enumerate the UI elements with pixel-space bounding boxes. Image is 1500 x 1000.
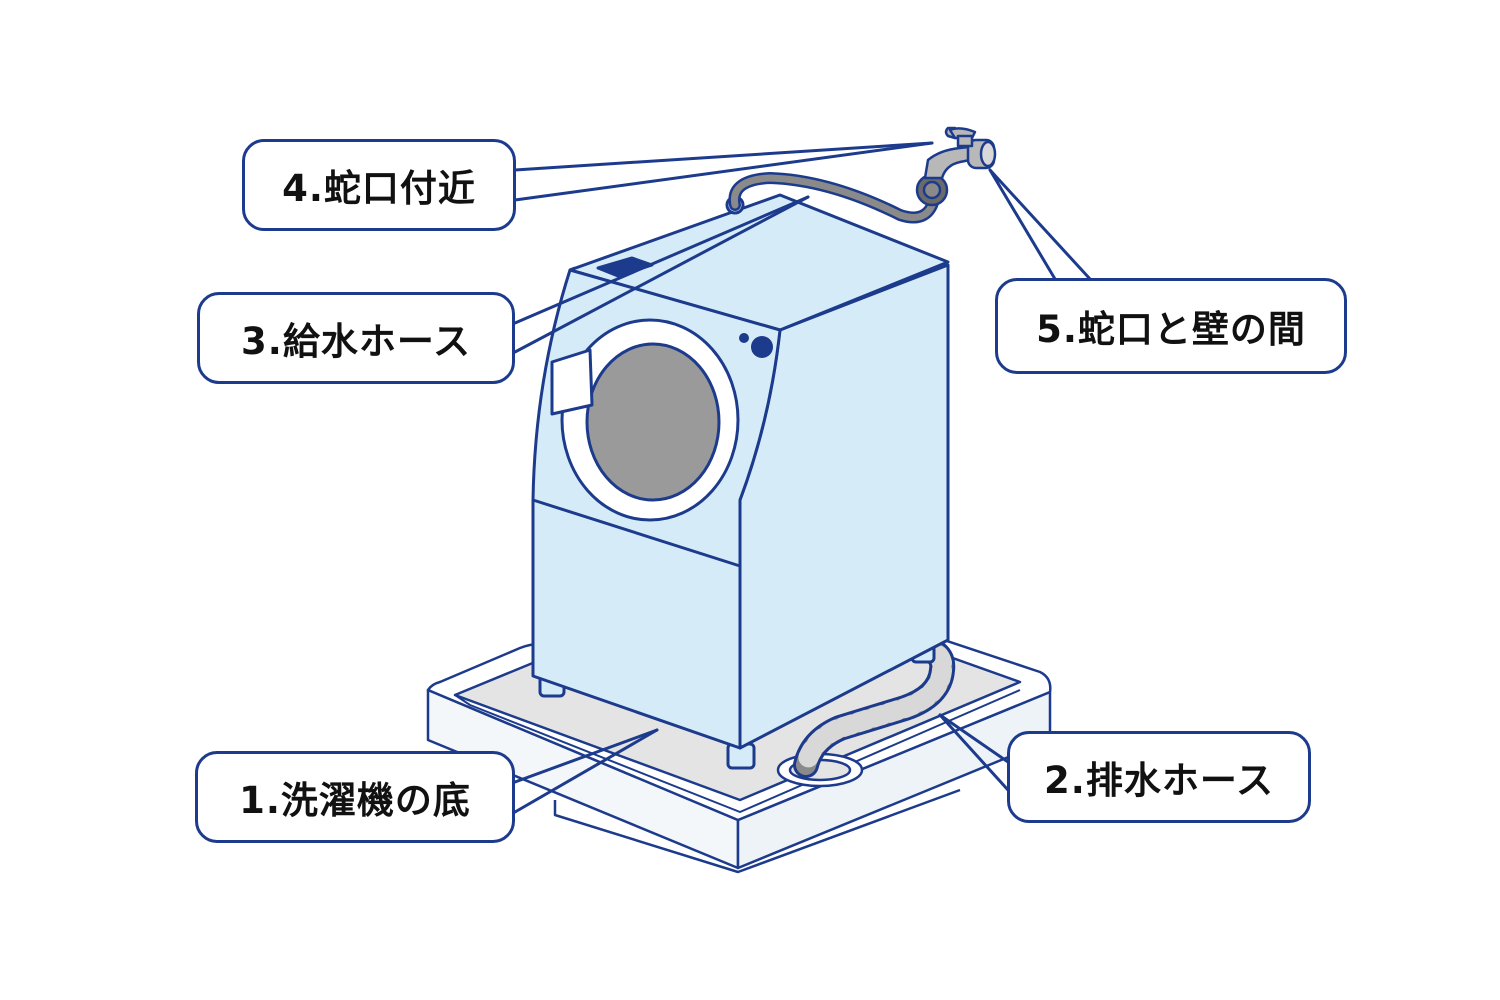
callout-faucet-wall-gap-label: 5.蛇口と壁の間 — [1036, 308, 1306, 351]
callout-drain-hose-label: 2.排水ホース — [1044, 759, 1274, 802]
callout-drain-hose: 2.排水ホース — [1007, 731, 1311, 823]
callout-supply-hose: 3.給水ホース — [197, 292, 515, 384]
callout-machine-bottom: 1.洗濯機の底 — [195, 751, 515, 843]
callout-faucet-area-label: 4.蛇口付近 — [282, 167, 476, 210]
callout-faucet-wall-gap: 5.蛇口と壁の間 — [995, 278, 1347, 374]
callout-supply-hose-label: 3.給水ホース — [241, 320, 471, 363]
callout-faucet-area: 4.蛇口付近 — [242, 139, 516, 231]
supply-hose-icon — [728, 171, 941, 224]
leader-lines — [513, 141, 1092, 814]
callout-machine-bottom-label: 1.洗濯機の底 — [239, 779, 471, 822]
drain-hose-icon — [776, 637, 956, 788]
faucet-icon — [915, 126, 997, 207]
washing-machine-icon — [531, 193, 950, 770]
